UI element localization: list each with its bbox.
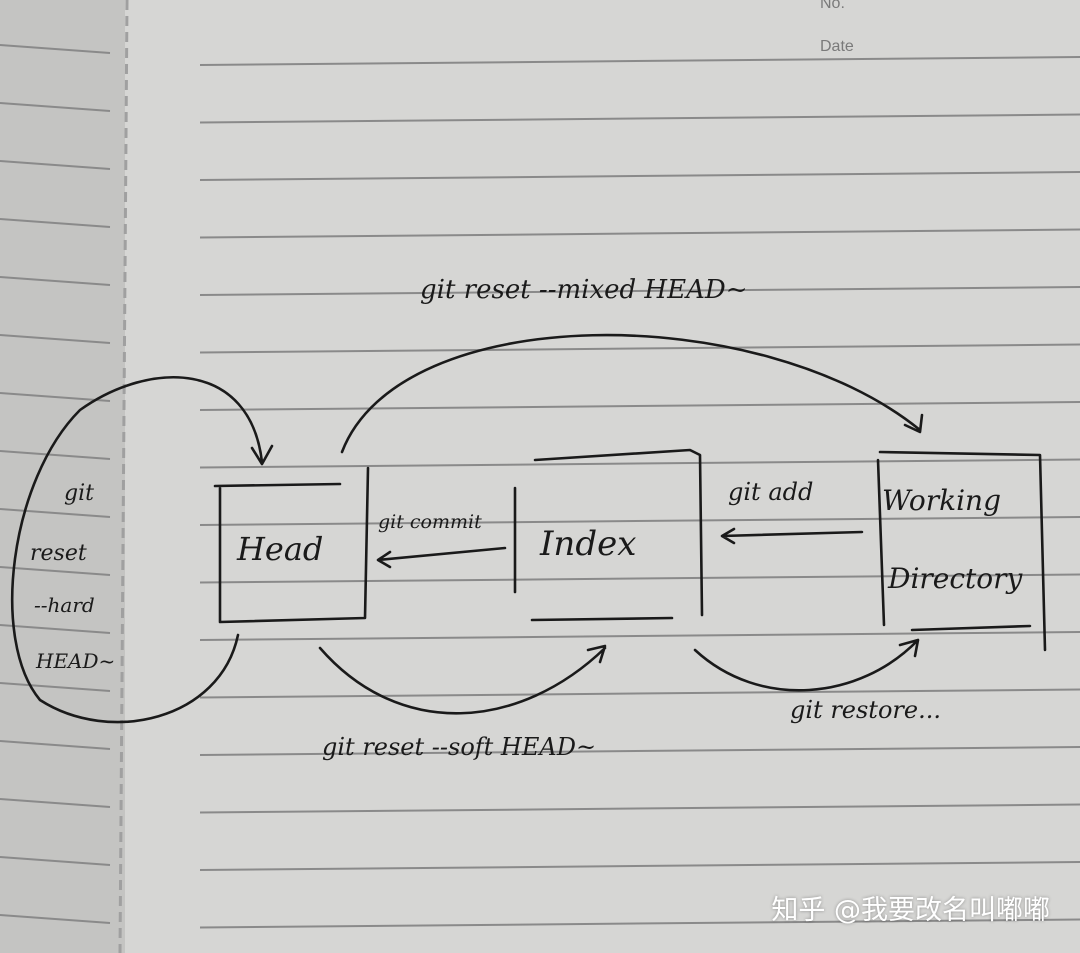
left-page-ruled-line [0, 392, 111, 402]
git-reset-mixed-label: git reset --mixed HEAD~ [420, 275, 748, 305]
head-node-label: Head [236, 530, 323, 568]
ruled-line [199, 631, 1080, 641]
left-page-ruled-line [0, 856, 111, 866]
left-page-ruled-line [0, 160, 111, 170]
index-node-box [513, 448, 704, 622]
git-commit-arrow [376, 546, 507, 569]
git-commit-label: git commit [378, 511, 482, 533]
left-page-ruled-line [0, 798, 111, 808]
ruled-line [199, 688, 1080, 699]
left-page [0, 0, 125, 953]
ruled-lines [0, 44, 1080, 929]
left-page-ruled-line [0, 218, 111, 228]
left-page-ruled-line [0, 44, 111, 54]
left-page-ruled-line [0, 508, 111, 518]
git-restore-label: git restore... [790, 696, 941, 724]
left-page-ruled-line [0, 682, 111, 692]
no-label: No. [820, 0, 845, 12]
ruled-line [199, 343, 1080, 354]
working-directory-label-1: Working [882, 484, 1001, 517]
ruled-line [199, 861, 1080, 871]
git-reset-hard-label-2: reset [30, 541, 87, 566]
git-reset-hard-label-3: --hard [34, 593, 95, 617]
ruled-line [199, 228, 1080, 239]
ruled-line [199, 171, 1080, 181]
left-page-ruled-line [0, 334, 111, 344]
git-restore-arrow [693, 638, 920, 692]
left-page-ruled-line [0, 740, 111, 750]
ruled-line [199, 56, 1080, 66]
ruled-line [199, 573, 1080, 584]
left-page-ruled-line [0, 450, 111, 460]
git-add-label: git add [728, 478, 813, 506]
git-reset-hard-label-4: HEAD~ [35, 649, 115, 673]
left-page-ruled-line [0, 102, 111, 112]
git-reset-hard-arrow [10, 376, 274, 724]
date-label: Date [820, 38, 854, 55]
git-reset-soft-arrow [318, 644, 607, 715]
git-add-arrow [720, 527, 864, 545]
ruled-line [199, 286, 1080, 296]
left-page-ruled-line [0, 566, 111, 576]
right-page [125, 0, 1080, 953]
head-node-box [213, 466, 370, 624]
index-node-label: Index [539, 524, 636, 564]
git-reset-mixed-arrow [340, 333, 924, 454]
ruled-line [199, 401, 1080, 411]
ruled-line [199, 516, 1080, 526]
left-page-ruled-line [0, 914, 111, 924]
watermark: 知乎 @我要改名叫嘟嘟 [771, 895, 1050, 926]
ruled-line [199, 458, 1080, 469]
git-reset-soft-label: git reset --soft HEAD~ [322, 733, 596, 761]
working-directory-label-2: Directory [887, 562, 1024, 595]
ruled-line [199, 113, 1080, 124]
left-page-ruled-line [0, 624, 111, 634]
ruled-line [199, 803, 1080, 814]
ruled-line [199, 918, 1080, 929]
working-directory-node-box [876, 450, 1047, 652]
git-reset-hard-label-1: git [64, 481, 94, 506]
ruled-line [199, 746, 1080, 756]
left-page-ruled-line [0, 276, 111, 286]
